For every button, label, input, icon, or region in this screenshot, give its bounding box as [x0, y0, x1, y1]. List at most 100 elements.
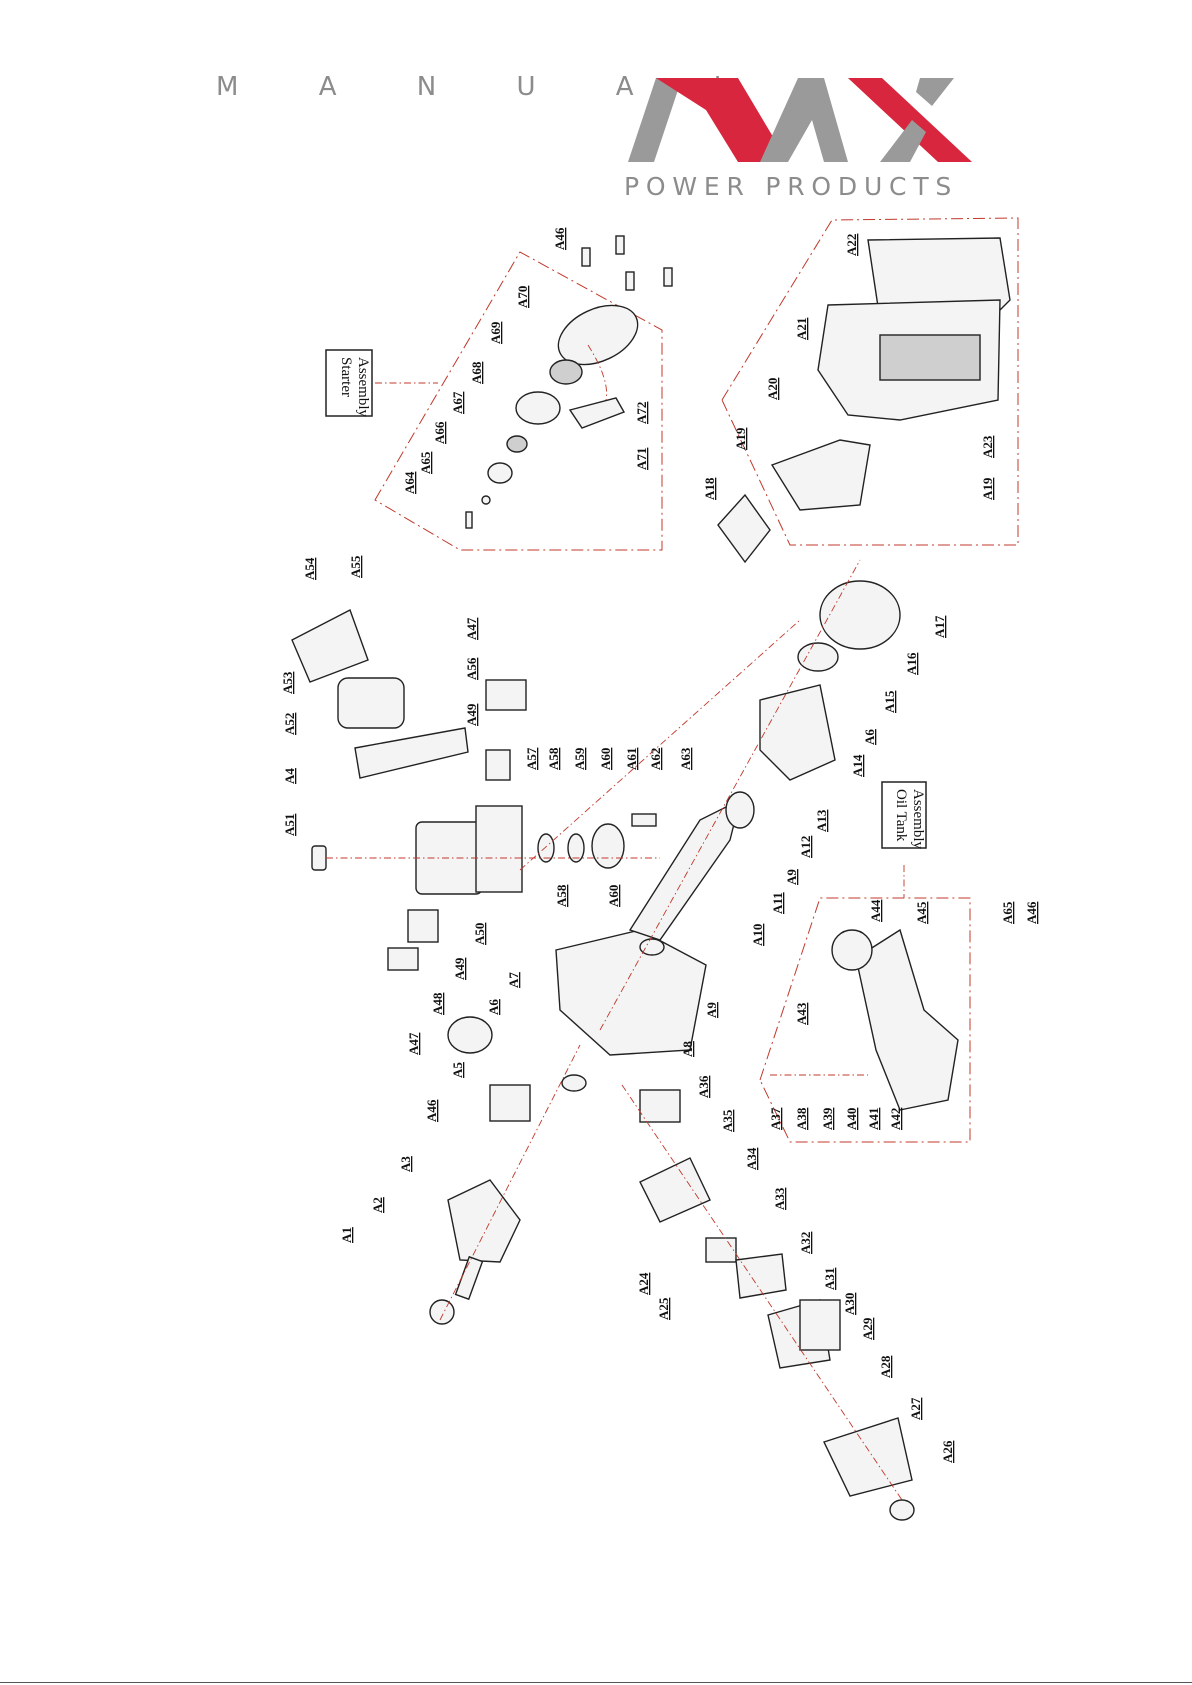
muffler-cover: [291, 609, 369, 683]
oil-tank-zone: Oil Tank Assembly: [759, 781, 971, 1143]
label-a11: A11: [770, 892, 785, 914]
bearing-1: [725, 791, 755, 829]
label-a44: A44: [868, 899, 883, 922]
label-a72: A72: [634, 402, 649, 424]
label-a12: A12: [798, 836, 813, 858]
carburetor-group: [621, 1084, 915, 1521]
label-a5: A5: [450, 1062, 465, 1078]
label-a54: A54: [302, 557, 317, 580]
starter-assembly-zone: Starter Assembly: [325, 235, 673, 551]
intake-gasket: [485, 749, 511, 781]
cylinder-gasket: [475, 805, 523, 893]
tank-cap: [831, 929, 873, 971]
starter-assembly-line1: Starter: [338, 357, 354, 397]
label-a18: A18: [702, 477, 717, 500]
piston-pin: [631, 813, 657, 827]
piston-ring-1: [537, 833, 555, 863]
label-a30: A30: [842, 1293, 857, 1315]
label-a67: A67: [450, 391, 465, 414]
carb-plate: [705, 1237, 737, 1263]
label-a27: A27: [908, 1397, 923, 1420]
label-a36: A36: [696, 1075, 711, 1098]
label-a47-left: A47: [406, 1032, 421, 1055]
label-a56: A56: [464, 657, 479, 680]
label-a46-starter: A46: [552, 227, 567, 250]
starter-washer: [481, 495, 491, 505]
label-a9-lower: A9: [704, 1002, 719, 1018]
label-a4: A4: [282, 768, 297, 784]
starter-bolt-3: [625, 271, 635, 291]
label-a39: A39: [820, 1107, 835, 1130]
label-a45: A45: [914, 901, 929, 924]
label-a23: A23: [980, 435, 995, 458]
carb-mount: [639, 1157, 711, 1223]
label-a58-top: A58: [546, 747, 561, 770]
label-a6-right: A6: [862, 729, 877, 745]
air-filter-cap: [823, 1417, 913, 1497]
label-a41: A41: [866, 1108, 881, 1130]
label-a53: A53: [280, 671, 295, 694]
label-a46-ign: A46: [424, 1099, 439, 1122]
label-a63: A63: [678, 747, 693, 770]
label-a60-top: A60: [598, 748, 613, 770]
label-a51: A51: [282, 814, 297, 836]
ignition-coil: [489, 1084, 531, 1122]
starter-pulley: [515, 391, 561, 425]
label-a29: A29: [860, 1317, 875, 1340]
fan-cover-zone: [717, 217, 1019, 564]
label-a60-bottom: A60: [606, 885, 621, 907]
page-footer-rule: [0, 1682, 1192, 1683]
label-a16: A16: [904, 652, 919, 675]
label-a24: A24: [636, 1272, 651, 1295]
cover-gasket: [819, 580, 901, 650]
cylinder-group: [291, 609, 660, 971]
label-a58-bottom: A58: [554, 884, 569, 907]
label-a40: A40: [844, 1108, 859, 1130]
label-a6-left: A6: [486, 999, 501, 1015]
label-a55: A55: [348, 555, 363, 578]
label-a66: A66: [432, 421, 447, 444]
starter-ratchet: [487, 462, 513, 484]
label-a46-tank: A46: [1024, 901, 1039, 924]
reed-block: [387, 947, 419, 971]
oil-seal: [561, 1074, 587, 1092]
brand-logo: [620, 70, 980, 200]
label-a38: A38: [794, 1107, 809, 1130]
label-a32: A32: [798, 1232, 813, 1254]
label-a8: A8: [680, 1041, 695, 1057]
piston-ring-2: [567, 833, 585, 863]
muffler: [337, 677, 405, 729]
label-a62: A62: [648, 748, 663, 770]
flywheel: [447, 1179, 521, 1263]
label-a61: A61: [624, 748, 639, 770]
label-a19-top: A19: [733, 427, 748, 450]
manual-title: M A N U A L: [216, 72, 765, 102]
label-a42: A42: [888, 1108, 903, 1130]
starter-bolt-4: [663, 267, 673, 287]
label-a47-right: A47: [464, 617, 479, 640]
guard-plate: [770, 439, 871, 511]
label-a2: A2: [370, 1197, 385, 1213]
piston: [591, 823, 625, 869]
starter-assembly-line2: Assembly: [355, 357, 371, 418]
label-a34: A34: [744, 1147, 759, 1170]
starter-spring: [506, 435, 528, 453]
label-a68: A68: [469, 361, 484, 384]
label-a7: A7: [506, 972, 521, 988]
label-a64: A64: [402, 471, 417, 494]
bearing-2: [639, 938, 665, 956]
intake-block: [485, 679, 527, 711]
label-a35: A35: [720, 1109, 735, 1132]
label-a65-tank: A65: [1000, 901, 1015, 924]
oil-tank: [855, 928, 959, 1111]
reed-gasket: [407, 909, 439, 943]
crankcase-half: [759, 684, 836, 781]
label-a70: A70: [515, 286, 530, 308]
air-filter: [799, 1299, 841, 1351]
label-a48: A48: [430, 992, 445, 1015]
label-a57: A57: [524, 747, 539, 770]
label-a9-upper: A9: [784, 869, 799, 885]
label-a22: A22: [844, 234, 859, 256]
label-a52: A52: [282, 713, 297, 735]
